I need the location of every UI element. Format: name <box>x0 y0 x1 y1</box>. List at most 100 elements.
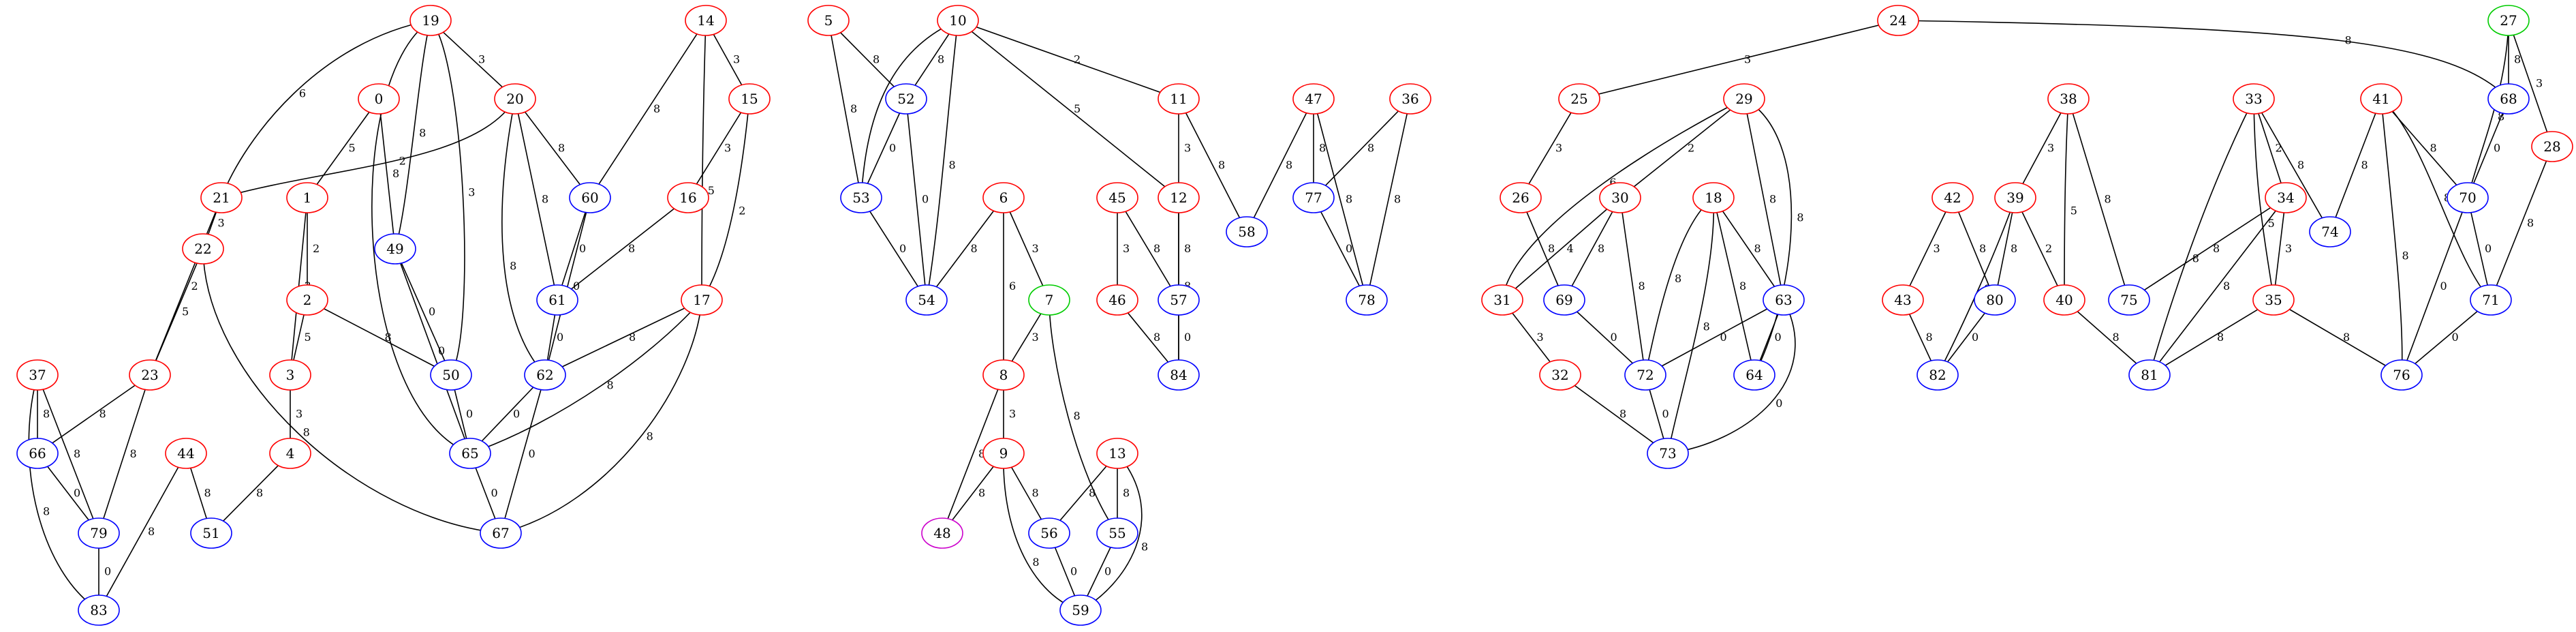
node-label: 10 <box>949 12 966 29</box>
node-ellipse <box>681 284 723 316</box>
node-ellipse <box>1917 359 1959 391</box>
node-ellipse <box>2233 83 2275 115</box>
graph-node-36: 36 <box>1389 83 1431 115</box>
edge-weight-label: 8 <box>1346 193 1352 206</box>
edge-17-65 <box>469 299 702 454</box>
edge-19-49 <box>394 20 431 250</box>
edge-13-56 <box>1049 453 1118 534</box>
edge-weight-label: 8 <box>647 430 653 442</box>
node-ellipse <box>1994 182 2036 213</box>
edge-weight-label: 8 <box>2223 280 2230 292</box>
node-ellipse <box>2309 216 2351 247</box>
edge-weight-label: 8 <box>978 487 985 500</box>
graph-node-31: 31 <box>1481 284 1523 316</box>
graph-node-78: 78 <box>1346 284 1388 316</box>
edge-weight-label: 0 <box>1104 565 1111 578</box>
node-label: 4 <box>286 445 295 462</box>
graph-node-24: 24 <box>1877 5 1919 36</box>
edge-24-25 <box>1579 20 1899 100</box>
edge-weight-label: 2 <box>191 280 198 292</box>
edge-2-50 <box>307 299 452 376</box>
edge-weight-label: 0 <box>438 344 445 357</box>
node-ellipse <box>269 438 311 469</box>
graph-node-74: 74 <box>2309 216 2351 247</box>
node-ellipse <box>1158 83 1200 115</box>
edge-weight-label: 2 <box>2045 242 2052 255</box>
node-ellipse <box>430 359 472 391</box>
edge-weight-label: 8 <box>2345 33 2352 46</box>
graph-node-8: 8 <box>982 359 1025 391</box>
edge-49-65 <box>394 248 471 454</box>
edge-weight-label: 8 <box>1184 242 1191 255</box>
edge-weight-label: 6 <box>1609 176 1616 189</box>
edge-37-83 <box>28 374 99 611</box>
graph-node-34: 34 <box>2265 182 2307 213</box>
node-label: 67 <box>492 525 509 541</box>
graph-node-49: 49 <box>374 233 416 265</box>
edge-weight-label: 8 <box>971 242 978 255</box>
graph-node-46: 46 <box>1096 284 1138 316</box>
node-ellipse <box>480 517 522 549</box>
graph-node-60: 60 <box>569 182 611 213</box>
edge-weight-label: 8 <box>1032 556 1039 569</box>
node-label: 14 <box>697 12 714 29</box>
edge-70-71 <box>2467 197 2492 301</box>
node-ellipse <box>286 182 328 213</box>
edge-weight-label: 3 <box>1032 242 1039 255</box>
edge-weight-label: 8 <box>2113 331 2120 344</box>
edge-weight-label: 3 <box>2536 77 2543 90</box>
node-label: 8 <box>999 367 1008 383</box>
node-label: 48 <box>933 525 950 541</box>
node-ellipse <box>78 595 120 626</box>
edge-weight-label: 8 <box>130 447 137 460</box>
edge-weight-label: 0 <box>1070 565 1077 578</box>
edge-42-43 <box>1902 197 1953 301</box>
edge-25-26 <box>1520 98 1580 198</box>
node-label: 60 <box>581 190 598 206</box>
node-ellipse <box>1096 517 1138 549</box>
node-ellipse <box>905 284 948 316</box>
node-ellipse <box>2043 284 2085 316</box>
node-ellipse <box>2128 359 2171 391</box>
node-label: 72 <box>1636 367 1654 383</box>
edge-27-28 <box>2508 20 2553 147</box>
node-ellipse <box>1931 182 1974 213</box>
graph-node-26: 26 <box>1500 182 1542 213</box>
node-ellipse <box>286 284 328 316</box>
graph-node-62: 62 <box>524 359 566 391</box>
node-ellipse <box>1692 182 1735 213</box>
edge-weight-label: 0 <box>1184 331 1191 344</box>
edge-weight-label: 3 <box>296 408 302 421</box>
node-label: 6 <box>999 190 1008 206</box>
node-label: 22 <box>194 241 211 257</box>
graph-node-75: 75 <box>2108 284 2150 316</box>
edge-weight-label: 0 <box>529 447 536 460</box>
edge-33-35 <box>2253 98 2274 301</box>
node-ellipse <box>1882 284 1924 316</box>
edge-weight-label: 8 <box>629 331 636 344</box>
node-label: 84 <box>1170 367 1187 383</box>
edge-weight-label: 0 <box>1775 397 1782 410</box>
edge-34-81 <box>2149 197 2286 376</box>
node-label: 57 <box>1170 292 1187 308</box>
node-ellipse <box>885 83 927 115</box>
edge-23-66 <box>37 374 151 454</box>
edge-62-67 <box>500 374 546 534</box>
node-ellipse <box>1624 359 1666 391</box>
node-ellipse <box>165 438 207 469</box>
edge-weight-label: 8 <box>1675 272 1681 285</box>
edge-weight-label: 8 <box>510 260 516 273</box>
edge-42-80 <box>1952 197 1996 301</box>
edge-weight-label: 8 <box>1639 280 1645 292</box>
edge-weight-label: 8 <box>2402 250 2409 262</box>
edge-weight-label: 8 <box>949 159 956 172</box>
node-ellipse <box>1500 182 1542 213</box>
graph-node-37: 37 <box>16 359 59 391</box>
graph-node-51: 51 <box>190 517 232 549</box>
edge-4-51 <box>211 453 291 534</box>
edge-35-81 <box>2149 299 2274 376</box>
edge-18-64 <box>1713 197 1755 376</box>
graph-node-29: 29 <box>1723 83 1765 115</box>
graph-node-39: 39 <box>1994 182 2036 213</box>
edge-30-31 <box>1502 197 1621 301</box>
